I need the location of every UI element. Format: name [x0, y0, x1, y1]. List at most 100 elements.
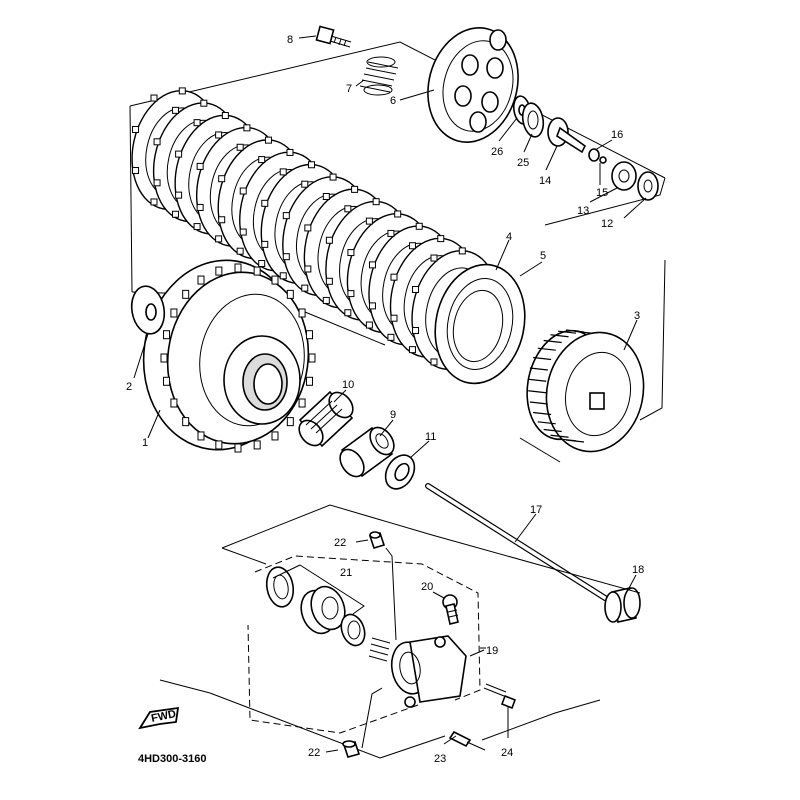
- callout-22-top: 22: [334, 537, 346, 549]
- callout-12: 12: [601, 218, 613, 230]
- callout-16: 16: [611, 129, 623, 141]
- gear-tooth: [286, 417, 294, 427]
- bolt-short: [448, 730, 486, 751]
- gear-tooth: [163, 376, 171, 386]
- callout-2: 2: [126, 381, 132, 393]
- callout-3: 3: [634, 310, 640, 322]
- callout-20: 20: [421, 581, 433, 593]
- leader-lines: [133, 35, 647, 753]
- gear-tooth: [305, 376, 313, 386]
- gear-tooth: [170, 398, 178, 408]
- gear-tooth: [305, 330, 313, 340]
- callout-25: 25: [517, 157, 529, 169]
- boss-spline: [537, 421, 556, 425]
- lower-assembly-outline: [159, 504, 641, 759]
- fwd-label: FWD: [150, 708, 177, 725]
- gear-tooth: [271, 431, 279, 441]
- boss-spline: [529, 367, 548, 371]
- callout-13: 13: [577, 205, 589, 217]
- bleed-screw: [442, 594, 459, 625]
- boss-spline: [528, 378, 547, 382]
- dowel-pin-top: [368, 531, 386, 549]
- thrust-washer: [130, 285, 166, 335]
- callout-21: 21: [340, 567, 352, 579]
- callout-14: 14: [539, 175, 551, 187]
- gear-tooth: [182, 289, 190, 299]
- callout-24: 24: [501, 747, 513, 759]
- callout-17: 17: [530, 504, 542, 516]
- actuator-dashed-group: [247, 555, 486, 734]
- gear-tooth: [308, 353, 316, 363]
- gear-tooth: [234, 263, 242, 273]
- callout-15: 15: [596, 187, 608, 199]
- gear-tooth: [286, 289, 294, 299]
- callout-19: 19: [486, 645, 498, 657]
- dowel-pin-bottom: [342, 740, 361, 758]
- ball: [599, 156, 607, 164]
- boss-spline: [533, 356, 552, 361]
- gear-tooth: [253, 440, 261, 450]
- bolt: [315, 25, 352, 48]
- gear-tooth: [182, 417, 190, 427]
- gear-tooth: [234, 443, 242, 453]
- lock-washer: [637, 171, 659, 201]
- gear-tooth: [298, 308, 306, 318]
- bearing: [521, 102, 545, 138]
- boss-spline: [573, 330, 592, 334]
- callout-8: 8: [287, 34, 293, 46]
- gear-tooth: [298, 398, 306, 408]
- gear-tooth: [215, 440, 223, 450]
- oil-seal: [265, 566, 295, 608]
- push-rod-end: [547, 117, 587, 154]
- gear-tooth: [253, 266, 261, 276]
- bolt-long: [483, 683, 517, 710]
- boss-spline: [528, 390, 547, 394]
- boss-spline: [543, 428, 562, 433]
- gear-tooth: [197, 431, 205, 441]
- callout-11: 11: [425, 431, 436, 443]
- push-rod: [425, 483, 608, 601]
- callout-22-bottom: 22: [308, 747, 320, 759]
- gear-tooth: [170, 308, 178, 318]
- seal-ring: [340, 613, 366, 647]
- callout-1: 1: [142, 437, 148, 449]
- boss-spline: [558, 330, 577, 334]
- needle-bearing: [298, 390, 354, 448]
- gear-tooth: [197, 275, 205, 285]
- callout-26: 26: [491, 146, 503, 158]
- boss-spline: [558, 438, 577, 442]
- collar: [339, 426, 395, 478]
- callout-23: 23: [434, 753, 446, 765]
- spacer-washer: [384, 454, 416, 490]
- gear-tooth: [160, 353, 168, 363]
- callout-10: 10: [342, 379, 354, 391]
- friction-plate: [434, 263, 526, 385]
- nut: [611, 161, 637, 191]
- seal-bearing: [300, 585, 346, 635]
- boss-spline: [550, 334, 569, 338]
- callouts: 8 7 6 26 25 14 16 15 13 12 4 5 3 2 1 10 …: [126, 34, 644, 765]
- gear-tooth: [271, 275, 279, 285]
- callout-18: 18: [632, 564, 644, 576]
- pressure-plate: [427, 27, 519, 143]
- rod-bushing: [604, 587, 641, 623]
- o-ring: [588, 148, 600, 162]
- clutch-spring: [359, 56, 399, 96]
- housing-gear-teeth: [160, 263, 316, 453]
- boss-splines: [528, 329, 592, 443]
- boss-spline: [543, 339, 562, 344]
- slave-cylinder: [368, 635, 467, 708]
- boss-spline: [537, 347, 556, 351]
- drawing-reference-code: 4HD300-3160: [138, 753, 207, 765]
- fwd-arrow-icon: FWD: [138, 706, 180, 730]
- boss-spline: [529, 401, 548, 405]
- callout-4: 4: [506, 231, 512, 243]
- callout-6: 6: [390, 95, 396, 107]
- callout-7: 7: [346, 83, 352, 95]
- boss-spline: [533, 411, 552, 416]
- callout-9: 9: [390, 409, 396, 421]
- gear-tooth: [215, 266, 223, 276]
- boss-spline: [550, 434, 569, 438]
- clutch-housing: [142, 259, 316, 453]
